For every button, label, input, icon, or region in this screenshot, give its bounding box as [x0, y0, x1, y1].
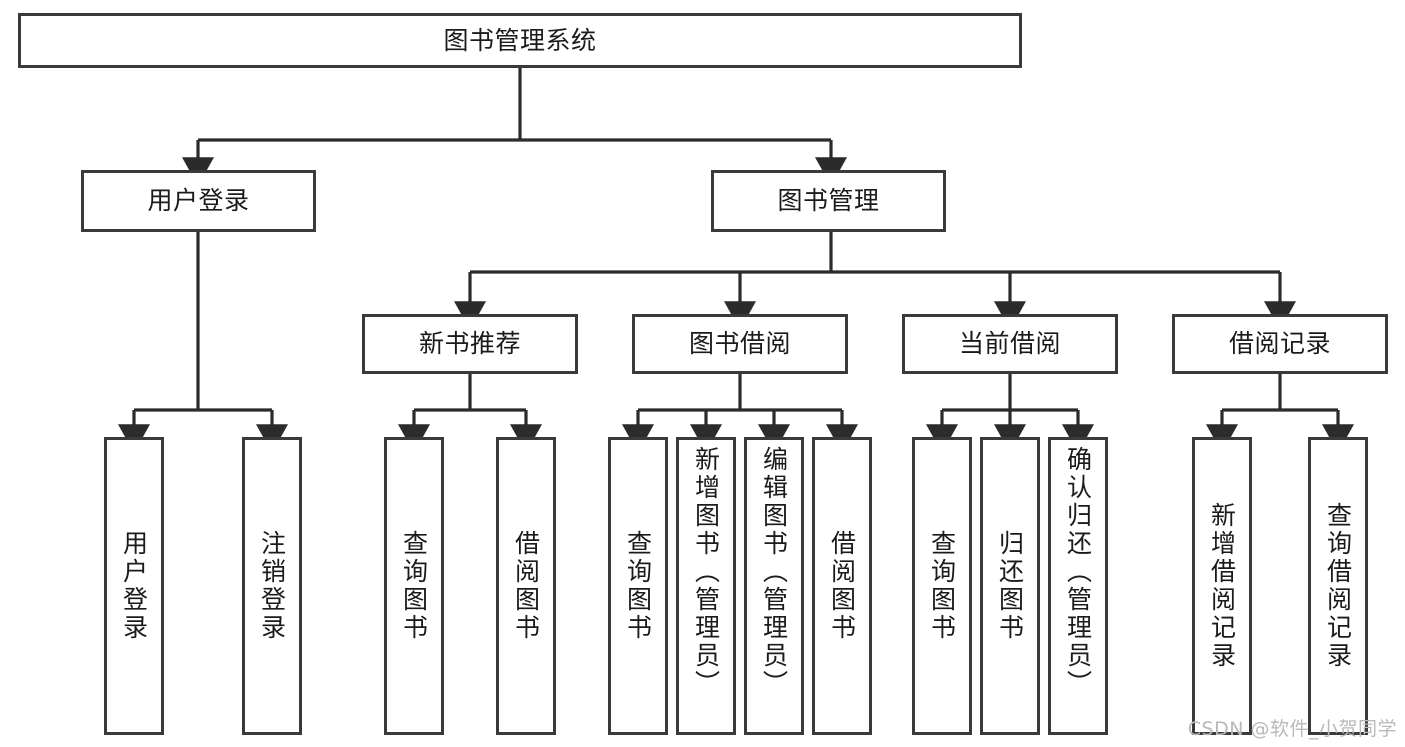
leaf-borrow-record-add-record[interactable]: 新增借阅记录 [1192, 437, 1252, 735]
node-label: 图书借阅 [688, 329, 791, 358]
leaf-user-login-logout[interactable]: 注销登录 [242, 437, 302, 735]
node-label: 查询借阅记录 [1323, 502, 1353, 670]
leaf-book-borrow-add-book-admin[interactable]: 新增图书（管理员） [676, 437, 736, 735]
node-book-borrowing[interactable]: 图书借阅 [632, 314, 848, 374]
leaf-current-borrow-confirm-return-admin[interactable]: 确认归还（管理员） [1048, 437, 1108, 735]
node-label: 借阅记录 [1228, 329, 1331, 358]
node-label: 查询图书 [399, 530, 429, 642]
leaf-current-borrow-query-book[interactable]: 查询图书 [912, 437, 972, 735]
node-label: 查询图书 [927, 530, 957, 642]
node-current-borrowing[interactable]: 当前借阅 [902, 314, 1118, 374]
csdn-watermark: CSDN @软件_小贺同学 [1187, 718, 1397, 740]
node-book-management[interactable]: 图书管理 [711, 170, 946, 232]
node-label: 当前借阅 [958, 329, 1061, 358]
leaf-book-borrow-query-book[interactable]: 查询图书 [608, 437, 668, 735]
node-label: 图书管理系统 [443, 25, 597, 55]
leaf-user-login-login[interactable]: 用户登录 [104, 437, 164, 735]
leaf-borrow-record-query-record[interactable]: 查询借阅记录 [1308, 437, 1368, 735]
node-label: 借阅图书 [511, 530, 541, 642]
node-label: 图书管理 [777, 186, 880, 215]
node-label: 用户登录 [147, 186, 250, 215]
leaf-current-borrow-return-book[interactable]: 归还图书 [980, 437, 1040, 735]
node-label: 注销登录 [257, 530, 287, 642]
node-label: 编辑图书（管理员） [759, 446, 789, 698]
node-borrowing-record[interactable]: 借阅记录 [1172, 314, 1388, 374]
node-label: 新增图书（管理员） [691, 446, 721, 698]
node-label: 归还图书 [995, 530, 1025, 642]
node-label: 新增借阅记录 [1207, 502, 1237, 670]
node-new-book-recommendation[interactable]: 新书推荐 [362, 314, 578, 374]
node-label: 用户登录 [119, 530, 149, 642]
node-user-login[interactable]: 用户登录 [81, 170, 316, 232]
node-label: 新书推荐 [418, 329, 521, 358]
leaf-book-borrow-borrow-book[interactable]: 借阅图书 [812, 437, 872, 735]
node-label: 确认归还（管理员） [1063, 446, 1093, 698]
leaf-new-book-query-book[interactable]: 查询图书 [384, 437, 444, 735]
leaf-new-book-borrow-book[interactable]: 借阅图书 [496, 437, 556, 735]
node-label: 查询图书 [623, 530, 653, 642]
node-root-book-management-system[interactable]: 图书管理系统 [18, 13, 1022, 68]
node-label: 借阅图书 [827, 530, 857, 642]
leaf-book-borrow-edit-book-admin[interactable]: 编辑图书（管理员） [744, 437, 804, 735]
